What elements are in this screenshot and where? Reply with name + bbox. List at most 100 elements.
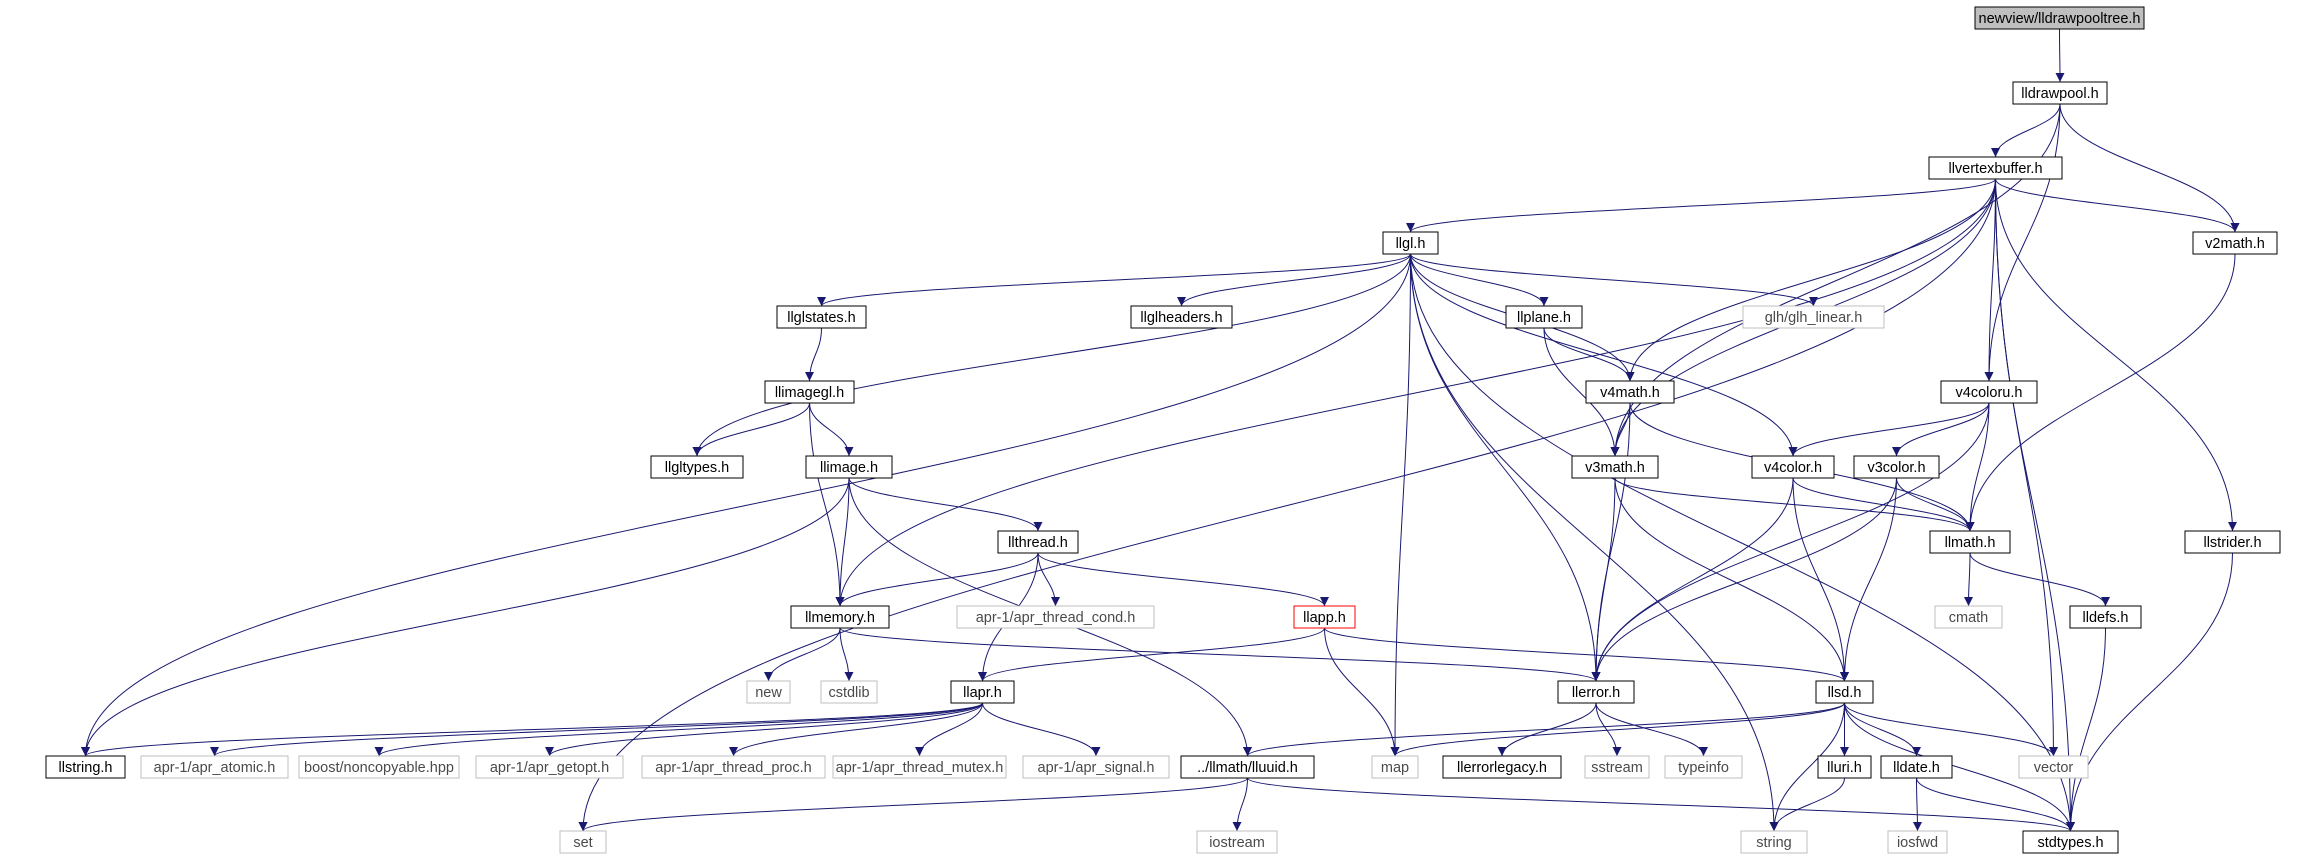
node-llmemory[interactable]: llmemory.h: [790, 605, 890, 629]
node-v2math[interactable]: v2math.h: [2192, 231, 2278, 255]
node-label: v3math.h: [1585, 460, 1645, 476]
node-llstring[interactable]: llstring.h: [45, 755, 126, 779]
node-box: [140, 755, 289, 779]
node-box: [1442, 755, 1562, 779]
node-label: lldrawpool.h: [2021, 86, 2098, 102]
node-llimagegl[interactable]: llimagegl.h: [764, 380, 855, 404]
node-llplane[interactable]: llplane.h: [1505, 305, 1583, 329]
edge-llsd-to-map: [1390, 702, 1845, 757]
node-lldate[interactable]: lldate.h: [1880, 755, 1953, 779]
node-box: [997, 530, 1079, 554]
node-v4color[interactable]: v4color.h: [1751, 455, 1835, 479]
node-lluuid[interactable]: ../llmath/lluuid.h: [1180, 755, 1315, 779]
node-box: [1180, 755, 1315, 779]
edge-llapp-to-llapr: [978, 627, 1325, 682]
node-v3color[interactable]: v3color.h: [1853, 455, 1940, 479]
node-llglheaders[interactable]: llglheaders.h: [1130, 305, 1233, 329]
edge-llvertexbuffer-to-set: [578, 178, 1996, 832]
node-label: v4coloru.h: [1956, 385, 2023, 401]
node-label: lldefs.h: [2083, 610, 2129, 626]
node-cstdlib: cstdlib: [820, 680, 878, 704]
node-apr_getopt: apr-1/apr_getopt.h: [475, 755, 624, 779]
node-box: [2069, 605, 2142, 629]
edge-llimagegl-to-llimage: [809, 402, 854, 457]
edge-llmemory-to-cstdlib: [839, 627, 854, 682]
edge-llgl-to-llgltypes: [692, 253, 1411, 457]
node-box: [1880, 755, 1953, 779]
edge-v2math-to-llmath: [1965, 253, 2236, 532]
node-lldefs[interactable]: lldefs.h: [2069, 605, 2142, 629]
edge-v3color-to-llmath: [1896, 477, 1975, 532]
node-llvertexbuffer[interactable]: llvertexbuffer.h: [1928, 156, 2063, 180]
node-label: string: [1756, 835, 1791, 851]
edge-llimage-to-llthread: [848, 477, 1043, 532]
edge-v4math-to-llerror: [1591, 402, 1631, 682]
edge-llerror-to-sstream: [1595, 702, 1622, 757]
node-label: llgltypes.h: [665, 460, 729, 476]
node-box: [1557, 680, 1635, 704]
edge-llapr-to-apr_getopt: [545, 702, 983, 757]
edge-v4coloru-to-v3color: [1892, 402, 1990, 457]
edge-llimage-to-llstring: [81, 477, 850, 757]
edge-llapr-to-noncopyable: [374, 702, 983, 757]
node-llgl[interactable]: llgl.h: [1382, 231, 1439, 255]
node-label: v3color.h: [1867, 460, 1925, 476]
edge-v4color-to-llsd: [1792, 477, 1849, 682]
edge-llglstates-to-llimagegl: [805, 327, 822, 382]
edge-v3math-to-llmath: [1614, 477, 1975, 532]
edge-llapr-to-llstring: [81, 702, 983, 757]
node-box: [2022, 830, 2119, 854]
node-label: llthread.h: [1008, 535, 1068, 551]
node-box: [475, 755, 624, 779]
edge-llvertexbuffer-to-llgl: [1406, 178, 1996, 233]
node-box: [1974, 6, 2145, 30]
node-llthread[interactable]: llthread.h: [997, 530, 1079, 554]
node-box: [1934, 605, 2003, 629]
node-llerror[interactable]: llerror.h: [1557, 680, 1635, 704]
node-stdtypes[interactable]: stdtypes.h: [2022, 830, 2119, 854]
edge-llmath-to-cmath: [1964, 552, 1974, 607]
edge-llgl-to-map: [1390, 253, 1411, 757]
node-label: llstring.h: [59, 760, 113, 776]
node-llmath[interactable]: llmath.h: [1929, 530, 2011, 554]
node-label: v4math.h: [1600, 385, 1660, 401]
node-v4coloru[interactable]: v4coloru.h: [1940, 380, 2038, 404]
node-iosfwd: iosfwd: [1887, 830, 1948, 854]
node-llerrorlegacy[interactable]: llerrorlegacy.h: [1442, 755, 1562, 779]
edge-llgl-to-v4color: [1410, 253, 1798, 457]
node-label: iostream: [1209, 835, 1265, 851]
node-lluri[interactable]: lluri.h: [1817, 755, 1872, 779]
node-box: [1022, 755, 1170, 779]
node-label: newview/lldrawpooltree.h: [1979, 11, 2141, 27]
node-label: llplane.h: [1517, 310, 1571, 326]
node-box: [956, 605, 1155, 629]
node-label: apr-1/apr_thread_proc.h: [655, 760, 811, 776]
node-llsd[interactable]: llsd.h: [1815, 680, 1874, 704]
node-lldrawpool[interactable]: lldrawpool.h: [2012, 81, 2108, 105]
node-llapp[interactable]: llapp.h: [1293, 605, 1356, 629]
node-apr_thread_cond: apr-1/apr_thread_cond.h: [956, 605, 1155, 629]
node-box: [1740, 830, 1808, 854]
node-label: lldate.h: [1893, 760, 1940, 776]
edge-llimage-to-llmemory: [835, 477, 850, 607]
node-llglstates[interactable]: llglstates.h: [776, 305, 867, 329]
node-label: ../llmath/lluuid.h: [1197, 760, 1298, 776]
node-label: apr-1/apr_thread_mutex.h: [836, 760, 1004, 776]
node-llstrider[interactable]: llstrider.h: [2184, 530, 2281, 554]
node-llimage[interactable]: llimage.h: [805, 455, 893, 479]
node-box: [746, 680, 791, 704]
node-label: lluri.h: [1827, 760, 1862, 776]
node-v4math[interactable]: v4math.h: [1585, 380, 1675, 404]
node-root[interactable]: newview/lldrawpooltree.h: [1974, 6, 2145, 30]
node-box: [2012, 81, 2108, 105]
edge-llapr-to-apr_atomic: [210, 702, 983, 757]
edge-lluuid-to-set: [578, 777, 1248, 832]
node-llapr[interactable]: llapr.h: [950, 680, 1015, 704]
node-v3math[interactable]: v3math.h: [1571, 455, 1659, 479]
node-label: llsd.h: [1828, 685, 1862, 701]
node-box: [1664, 755, 1743, 779]
node-llgltypes[interactable]: llgltypes.h: [650, 455, 744, 479]
edge-llgl-to-llglstates: [817, 253, 1411, 307]
edge-root-to-lldrawpool: [2055, 28, 2065, 83]
node-label: map: [1381, 760, 1409, 776]
